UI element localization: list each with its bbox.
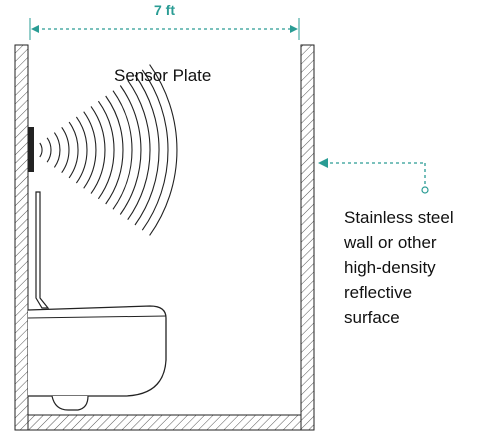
width-label: 7 ft [154,2,175,18]
reflection-arrow [318,158,429,194]
sensor-wave-arc [61,126,70,174]
left-wall [14,44,29,431]
toilet-seat-line [27,315,167,319]
wall-label: Stainless steel wall or other high-densi… [343,208,458,327]
sensor-wave-arc [112,90,133,210]
wall-label-line-5: surface [344,308,400,327]
sensor-wave-arc [90,106,106,194]
toilet-base [51,395,89,411]
sensor-wave-arc [119,85,142,215]
sensor-wave-arc [149,64,178,236]
wall-label-line-3: high-density [344,258,436,277]
sensor-wave-arc [97,100,115,200]
sensor-wave-arc [39,142,43,158]
sensor-wave-arc [127,79,151,221]
sensor-waves [39,64,178,236]
sensor-plate [28,127,34,172]
wall-label-line-2: wall or other [343,233,437,252]
wall-label-line-1: Stainless steel [344,208,454,227]
floor [27,414,302,431]
sensor-wave-arc [68,121,79,179]
sensor-wave-arc [83,111,97,189]
right-wall [300,44,315,431]
sensor-wave-arc [134,74,160,226]
sensor-wave-arc [46,137,52,163]
sensor-label: Sensor Plate [114,66,211,85]
sensor-wave-arc [75,116,88,184]
width-dimension [29,18,300,40]
flush-plate [35,191,50,309]
sensor-wave-arc [105,95,124,205]
wall-label-line-4: reflective [344,283,412,302]
toilet-bowl [27,305,167,397]
sensor-wave-arc [53,132,61,168]
sensor-wave-arc [141,69,169,231]
